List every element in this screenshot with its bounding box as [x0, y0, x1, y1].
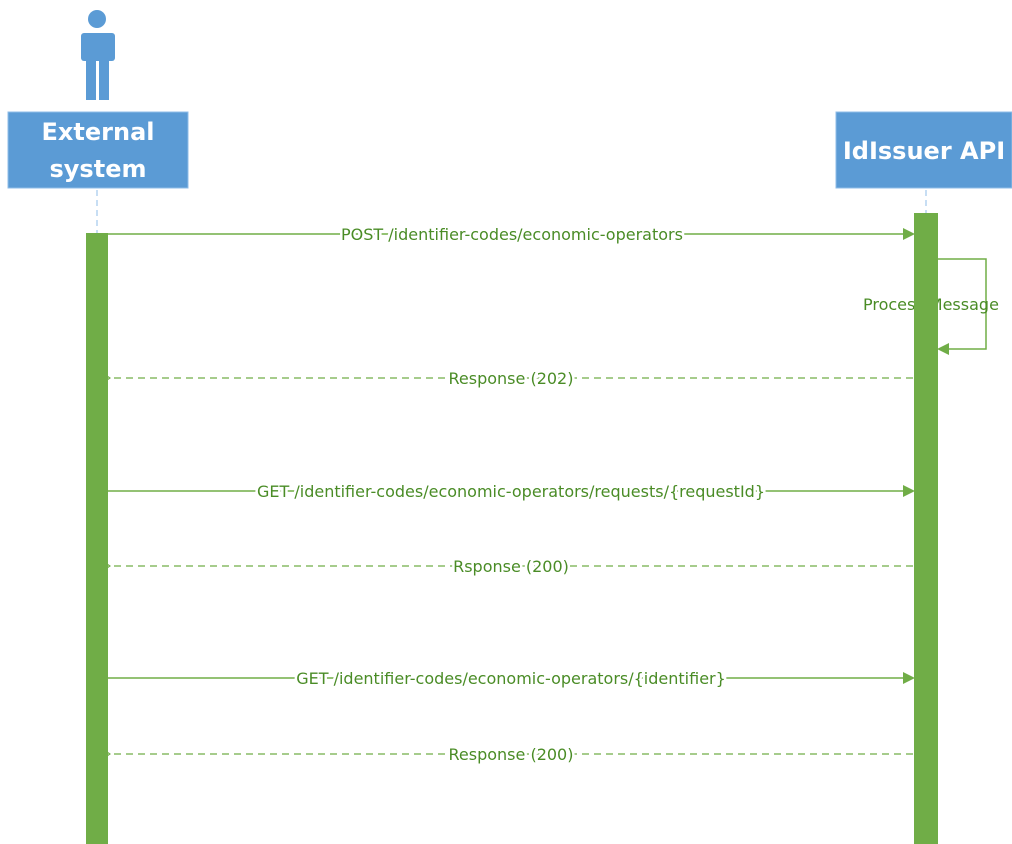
message-post-request: POST /identifier-codes/economic-operator… — [108, 223, 915, 247]
participant-external-line2: system — [50, 155, 147, 183]
message-label: Response (200) — [449, 745, 574, 764]
actor-icon — [81, 10, 115, 100]
message-label: Rsponse (200) — [453, 557, 569, 576]
message-response-202: Response (202) — [110, 367, 913, 391]
message-get-request-status: GET /identifier-codes/economic-operators… — [108, 480, 915, 504]
message-label: GET /identifier-codes/economic-operators… — [257, 482, 765, 501]
message-label: GET /identifier-codes/economic-operators… — [296, 669, 726, 688]
message-label: Response (202) — [449, 369, 574, 388]
message-get-identifier: GET /identifier-codes/economic-operators… — [108, 667, 915, 691]
self-message-process: Process Message — [863, 258, 999, 355]
participant-external-system: External system — [7, 111, 189, 189]
participant-api-label: IdIssuer API — [843, 137, 1005, 165]
message-response-200-status: Rsponse (200) — [110, 555, 913, 579]
participant-idissuer-api: IdIssuer API — [835, 111, 1012, 189]
message-label: POST /identifier-codes/economic-operator… — [341, 225, 683, 244]
message-response-200-identifier: Response (200) — [110, 743, 913, 767]
participant-external-line1: External — [42, 118, 155, 146]
activation-bar-external — [86, 233, 108, 844]
